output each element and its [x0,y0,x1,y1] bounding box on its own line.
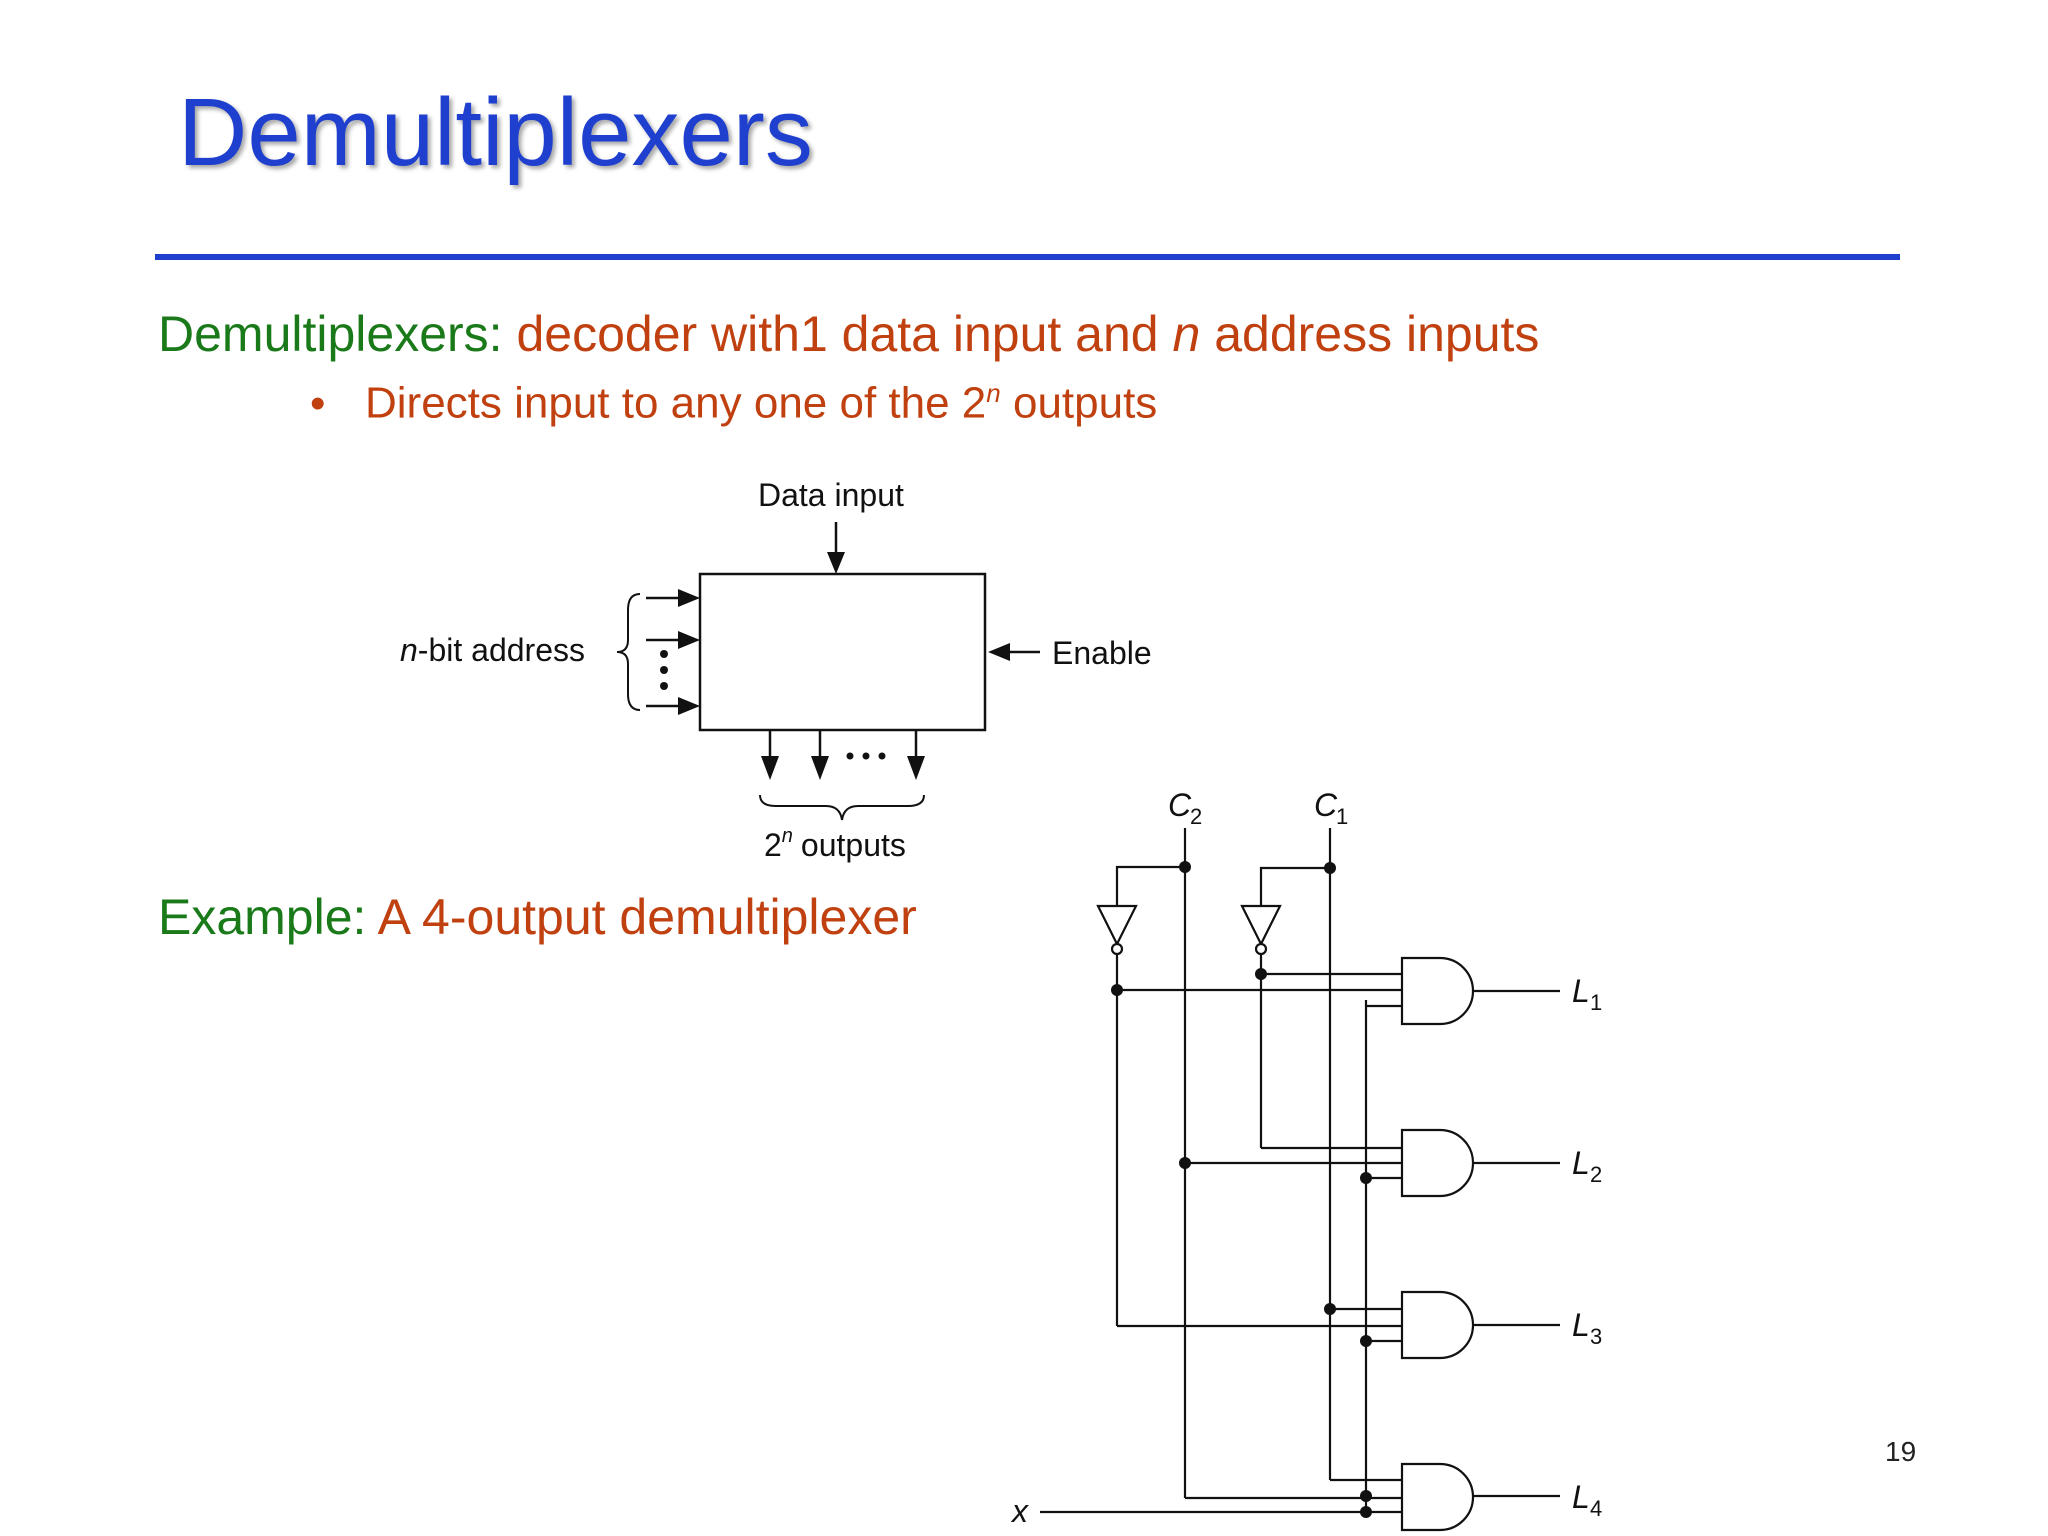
c1-inverter-tap [1259,866,1330,906]
address-brace [616,593,641,711]
title-rule [155,254,1900,260]
l2-letter: L [1572,1145,1590,1181]
page-number: 19 [1885,1436,1917,1467]
c2-inverter [1096,904,1138,947]
output-label-2: L 2 [1572,1145,1602,1187]
outputs-label-sup: n [782,825,793,847]
demux-box [698,572,987,732]
outputs-label-rest: outputs [801,827,906,863]
c2-inverter-tap [1115,865,1185,906]
definition-line: Demultiplexers: decoder with1 data input… [158,305,1539,363]
slide-title: Demultiplexers [178,79,813,186]
x-label: x [1010,1493,1029,1529]
data-input-arrowhead [827,552,845,574]
c1-inverter [1240,904,1282,947]
definition-label: Demultiplexers: [158,306,503,362]
x-letter: x [1010,1493,1029,1529]
enable-arrowhead [988,643,1010,661]
l4-letter: L [1572,1479,1590,1515]
bullet-text-a: Directs input to any one of the 2 [365,378,987,428]
c2-letter: C [1168,787,1192,823]
address-arrows [646,589,700,715]
c2-sub: 2 [1190,804,1202,829]
l3-letter: L [1572,1307,1590,1343]
bullet-dot: • [310,378,326,428]
definition-text-a: decoder with1 data input and [516,306,1159,362]
c1-sub: 1 [1336,804,1348,829]
outputs-label-base: 2 [764,827,782,863]
demux-block-diagram: Data input n-bit address Enable [400,477,1152,863]
address-label-rest: -bit address [418,632,585,668]
and-gate-4 [1400,1462,1475,1532]
and-gate-1 [1400,956,1475,1026]
outputs-brace [759,794,925,821]
output-label-4: L 4 [1572,1479,1602,1521]
c2-inverter-bubble [1110,942,1124,956]
output-arrows [761,730,925,780]
example-label: Example: [158,889,367,945]
c1-label: C 1 [1314,787,1348,829]
l2-sub: 2 [1590,1162,1602,1187]
and-gate-3 [1400,1290,1475,1360]
example-line: Example: A 4-output demultiplexer [158,888,917,946]
definition-text-n: n [1172,306,1201,362]
address-label: n-bit address [400,632,585,668]
output-label-1: L 1 [1572,973,1602,1015]
outputs-label: 2n outputs [764,825,906,863]
bullet-text-b: outputs [1012,378,1158,428]
example-text: A 4-output demultiplexer [377,889,917,945]
l4-sub: 4 [1590,1496,1602,1521]
demux-circuit: C 2 C 1 x [1010,787,1602,1532]
data-input-label: Data input [758,477,904,513]
l1-sub: 1 [1590,990,1602,1015]
bullet-text-sup: n [986,378,1001,408]
l3-sub: 3 [1590,1324,1602,1349]
c1-inverter-bubble [1254,942,1268,956]
and-gate-2 [1400,1128,1475,1198]
junction-dots [1111,861,1372,1518]
c2-label: C 2 [1168,787,1202,829]
address-label-n: n [400,632,418,668]
output-label-3: L 3 [1572,1307,1602,1349]
l1-letter: L [1572,973,1590,1009]
enable-label: Enable [1052,635,1152,671]
c1-letter: C [1314,787,1338,823]
bullet-item: • Directs input to any one of the 2n outp… [310,378,1157,429]
definition-text-b: address inputs [1214,306,1540,362]
